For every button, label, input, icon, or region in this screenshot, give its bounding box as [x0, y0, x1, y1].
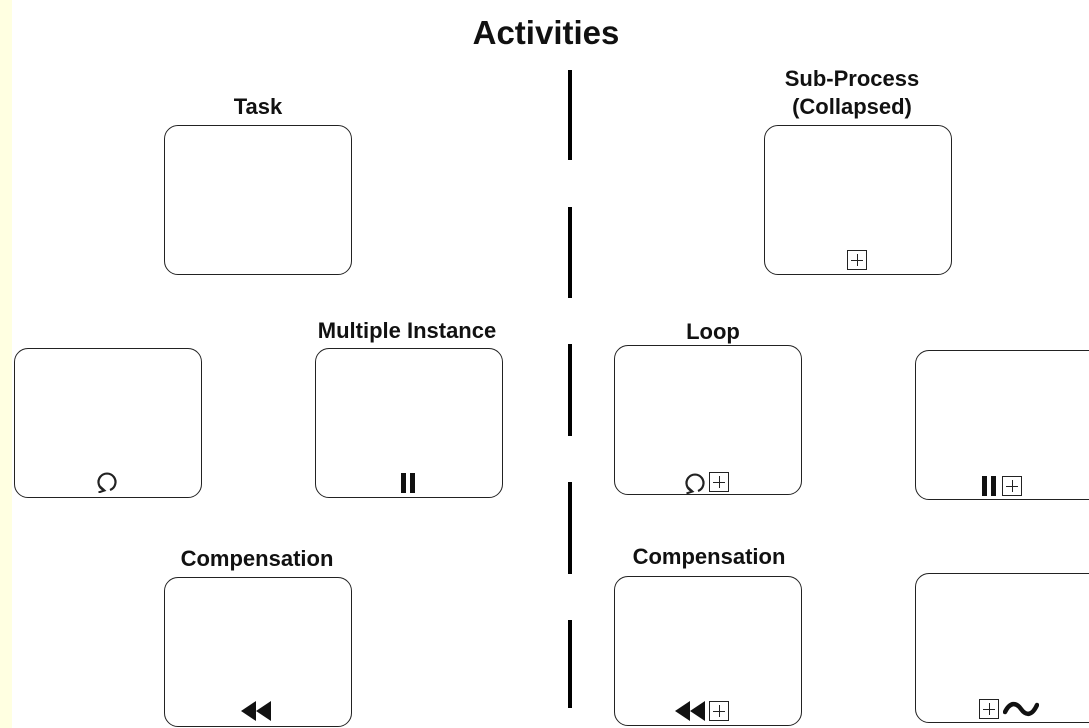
divider-dash — [568, 482, 572, 574]
label-loop: Loop — [686, 319, 740, 344]
multiple-instance-subprocess-activity[interactable] — [915, 350, 1089, 500]
divider-dash — [568, 620, 572, 708]
rewind-marker-icon — [241, 701, 271, 721]
divider-dash — [568, 207, 572, 298]
divider-dash — [568, 70, 572, 160]
plus-marker-icon — [1002, 476, 1022, 496]
plus-marker-icon — [709, 472, 729, 492]
parallel-bars-marker-icon — [401, 473, 415, 493]
tilde-marker-icon — [1003, 701, 1039, 716]
label-compensation-subprocess: Compensation — [632, 544, 786, 569]
diagram-canvas: Activities Task Sub-Process (Collapsed) … — [12, 0, 1089, 728]
label-compensation-task: Compensation — [180, 546, 334, 571]
compensation-subprocess-activity[interactable] — [614, 576, 802, 726]
plus-marker-icon — [979, 699, 999, 719]
collapsed-subprocess-activity[interactable] — [764, 125, 952, 275]
plus-marker-icon — [709, 701, 729, 721]
loop-marker-icon — [685, 473, 705, 494]
loop-task-activity[interactable] — [14, 348, 202, 498]
divider-dash — [568, 344, 572, 436]
label-subprocess-collapsed: Sub-Process (Collapsed) — [784, 66, 920, 119]
label-task: Task — [233, 94, 283, 119]
diagram-title: Activities — [472, 14, 620, 51]
parallel-bars-marker-icon — [982, 476, 996, 496]
compensation-task-activity[interactable] — [164, 577, 352, 727]
multiple-instance-task-activity[interactable] — [315, 348, 503, 498]
loop-subprocess-activity[interactable] — [614, 345, 802, 495]
loop-marker-icon — [97, 472, 117, 493]
adhoc-subprocess-activity[interactable] — [915, 573, 1089, 723]
plus-marker-icon — [847, 250, 867, 270]
rewind-marker-icon — [675, 701, 705, 721]
task-activity[interactable] — [164, 125, 352, 275]
label-multiple-instance: Multiple Instance — [317, 318, 497, 343]
